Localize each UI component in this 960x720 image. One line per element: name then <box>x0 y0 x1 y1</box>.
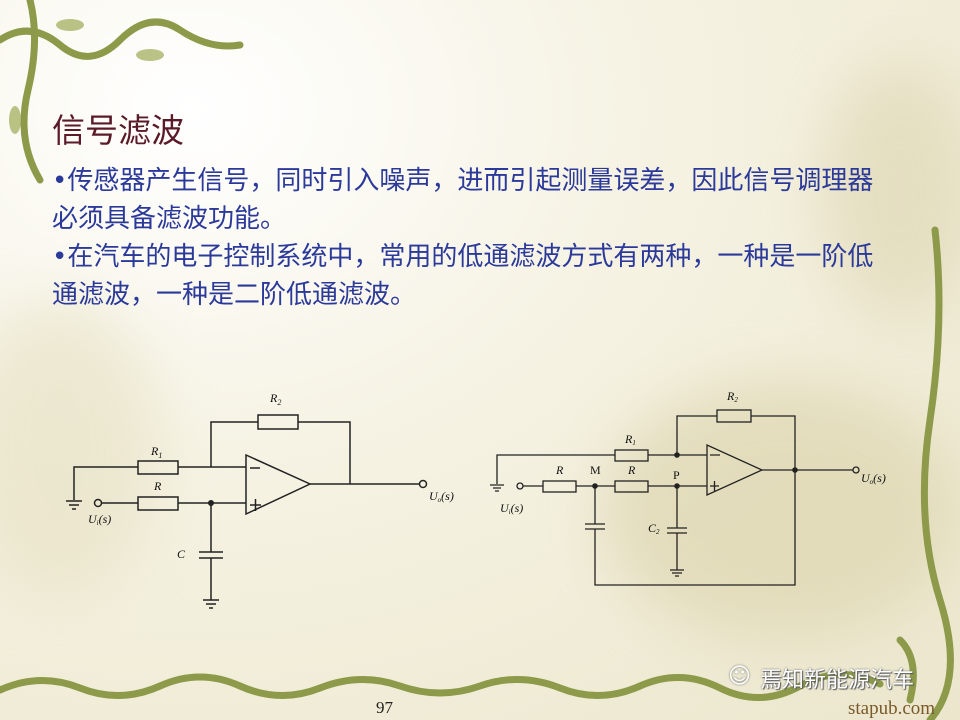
output-terminal <box>852 466 860 474</box>
resistor-r1 <box>137 460 179 475</box>
capacitor-c2 <box>667 486 687 570</box>
svg-text:P: P <box>673 468 680 482</box>
svg-text:R1: R1 <box>150 444 162 460</box>
wechat-icon: ☺ <box>728 664 751 689</box>
resistor-r <box>542 480 577 493</box>
watermark-text: 焉知新能源汽车 <box>760 668 915 693</box>
junction-dot <box>592 483 598 489</box>
ground-icon <box>490 484 504 492</box>
svg-text:Ui(s): Ui(s) <box>500 501 523 516</box>
junction-dot <box>674 483 680 489</box>
wire <box>73 466 246 500</box>
background-blob <box>0 300 160 600</box>
svg-text:C: C <box>177 547 186 561</box>
wire <box>594 415 796 586</box>
svg-text:R: R <box>153 479 162 493</box>
input-terminal <box>93 498 103 508</box>
ground-icon <box>203 599 219 609</box>
resistor-r <box>614 480 649 493</box>
bullet-lowpass-types: •在汽车的电子控制系统中，常用的低通滤波方式有两种，一种是一阶低通滤波，一种是二… <box>52 242 874 310</box>
resistor-r2 <box>716 409 752 423</box>
junction-dot <box>792 467 798 473</box>
input-terminal <box>516 482 524 490</box>
site-watermark: stapub.com <box>848 698 936 719</box>
svg-text:Uo(s): Uo(s) <box>861 471 886 486</box>
svg-text:M: M <box>590 463 601 477</box>
resistor-r <box>137 496 179 511</box>
capacitor-c1 <box>585 486 605 530</box>
svg-text:Ui(s): Ui(s) <box>88 512 111 527</box>
opamp-signs <box>710 454 720 491</box>
opamp-signs <box>250 467 261 511</box>
junction-dot <box>208 500 214 506</box>
svg-text:R: R <box>627 463 636 477</box>
page-number: 97 <box>376 698 393 717</box>
capacitor-c <box>199 503 223 600</box>
ground-icon <box>670 569 684 577</box>
svg-text:R: R <box>555 463 564 477</box>
svg-text:R2: R2 <box>726 389 738 404</box>
bullet-noise-filtering: •传感器产生信号，同时引入噪声，进而引起测量误差，因此信号调理器必须具备滤波功能… <box>52 166 874 234</box>
svg-text:C2: C2 <box>648 521 660 536</box>
wire <box>210 421 351 484</box>
resistor-r2 <box>257 414 299 430</box>
junction-dot <box>674 452 680 458</box>
opamp <box>706 443 764 497</box>
svg-text:R1: R1 <box>624 432 636 447</box>
svg-text:Uo(s): Uo(s) <box>429 489 454 504</box>
svg-text:R2: R2 <box>269 391 281 407</box>
output-terminal <box>418 479 428 489</box>
opamp <box>245 453 312 516</box>
slide-title: 信号滤波 <box>52 111 184 150</box>
background-blob <box>600 380 960 640</box>
resistor-r1 <box>614 449 649 462</box>
ground-icon <box>66 500 82 510</box>
